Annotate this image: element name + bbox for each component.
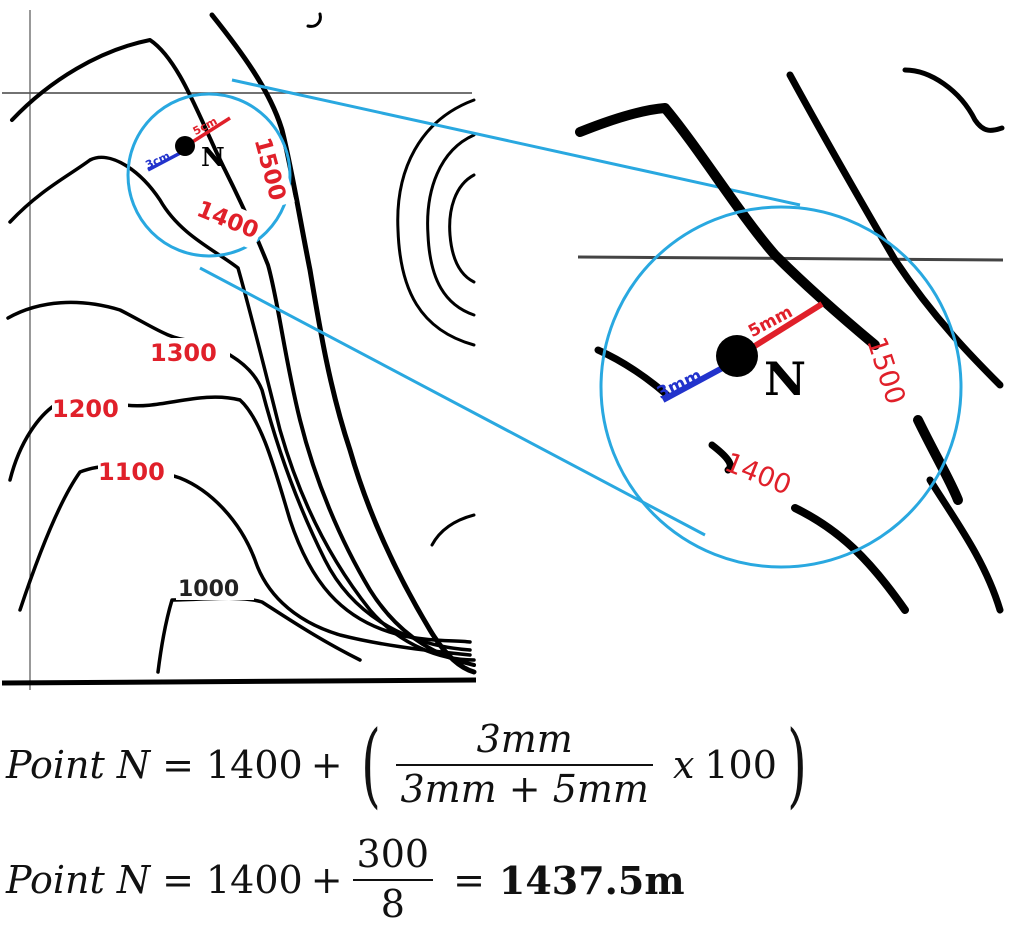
formula-line-2: Point N = 1400 + 300 8 = 1437.5m [6, 826, 685, 934]
contour-line-1000 [18, 464, 472, 657]
label-1400-bg [192, 193, 266, 251]
formula-2-denominator: 8 [380, 882, 405, 926]
formula-2-numerator: 300 [356, 832, 430, 877]
zoom-contour-top-right [902, 67, 1005, 133]
formula-2-result: 1437.5m [498, 857, 685, 903]
zoom-circle [599, 205, 963, 569]
formula-1-fraction-bar [396, 764, 653, 766]
formula-1-equals: = [162, 743, 194, 787]
contour-line-lower [156, 596, 362, 674]
zoom-contour-1400-lower [708, 441, 734, 474]
formula-2-equals: = [162, 858, 194, 902]
label-1000: 1000 [178, 577, 239, 602]
label-1300-bg [150, 338, 230, 366]
zoom-grid-line [577, 255, 1004, 262]
zoom-contour-1400 [594, 346, 671, 399]
formula-1-lhs: Point N [6, 743, 151, 787]
contour-line-1100 [8, 395, 472, 644]
label-1100-bg [98, 457, 174, 485]
zoom-contour-1400-tail [791, 504, 909, 614]
formula-1-open-paren: ( [360, 711, 381, 818]
zoom-connector-top [231, 78, 801, 207]
label-1200: 1200 [52, 395, 119, 423]
contour-right-edge [430, 513, 476, 547]
contour-hill-ring-3 [448, 173, 476, 284]
contour-top-right [306, 12, 322, 28]
formula-1-base: 1400 [205, 743, 303, 787]
formula-2-equals-2: = [453, 858, 485, 902]
zoom-contour-far-right [926, 476, 1004, 614]
zoom-red-distance-segment [740, 301, 824, 357]
formula-2-fraction-bar [352, 879, 434, 881]
label-1300: 1300 [150, 339, 217, 367]
zoom-label-1400: 1400 [720, 447, 795, 501]
formula-2-fraction: 300 8 [352, 832, 434, 926]
zoom-blue-distance-label: 3mm [654, 366, 705, 404]
contour-line-1300 [8, 155, 476, 662]
map-bottom-edge [1, 677, 477, 686]
formula-1-factor: 100 [704, 743, 777, 787]
formula-1-plus: + [310, 743, 343, 787]
contour-line-1500 [209, 12, 477, 675]
contour-map-figure: 1300 1200 1100 1000 1400 1500 3cm 5cm N [1, 10, 1005, 690]
label-1500-bg [247, 134, 295, 210]
formula-2-lhs: Point N [6, 858, 151, 902]
zoom-contour-right [786, 71, 1004, 389]
formula-1-times: x [672, 743, 695, 787]
point-n-label: N [201, 143, 225, 173]
zoom-source-circle [126, 92, 292, 258]
formula-1-denominator: 3mm + 5mm [400, 767, 649, 811]
formula-2-plus: + [310, 858, 343, 902]
formula-line-1: Point N = 1400 + ( 3mm 3mm + 5mm x 100 ) [6, 706, 817, 824]
formula-1-fraction: 3mm 3mm + 5mm [396, 717, 653, 811]
zoom-point-n-label: N [764, 352, 806, 406]
label-1100: 1100 [98, 458, 165, 486]
blue-distance-label: 3cm [143, 149, 172, 172]
left-contour-map: 1300 1200 1100 1000 1400 1500 3cm 5cm N [1, 10, 477, 690]
contour-hill-ring-2 [426, 133, 476, 317]
zoom-point-n-marker [716, 335, 758, 377]
zoom-label-1500: 1500 [860, 333, 911, 408]
zoom-contour-1500 [575, 103, 880, 350]
point-n-marker [175, 136, 195, 156]
zoom-blue-distance-segment [661, 362, 730, 403]
contour-line-1200 [6, 300, 472, 652]
formula-1-numerator: 3mm [476, 717, 573, 762]
label-1000-bg [176, 574, 254, 600]
zoom-connector-bottom [199, 266, 706, 537]
formula-1-close-paren: ) [786, 711, 807, 818]
contour-line-1400 [10, 38, 476, 667]
zoomed-contour-detail: 3mm 5mm N 1400 1500 [575, 67, 1005, 614]
formula-2-base: 1400 [205, 858, 303, 902]
label-1200-bg [52, 394, 128, 422]
